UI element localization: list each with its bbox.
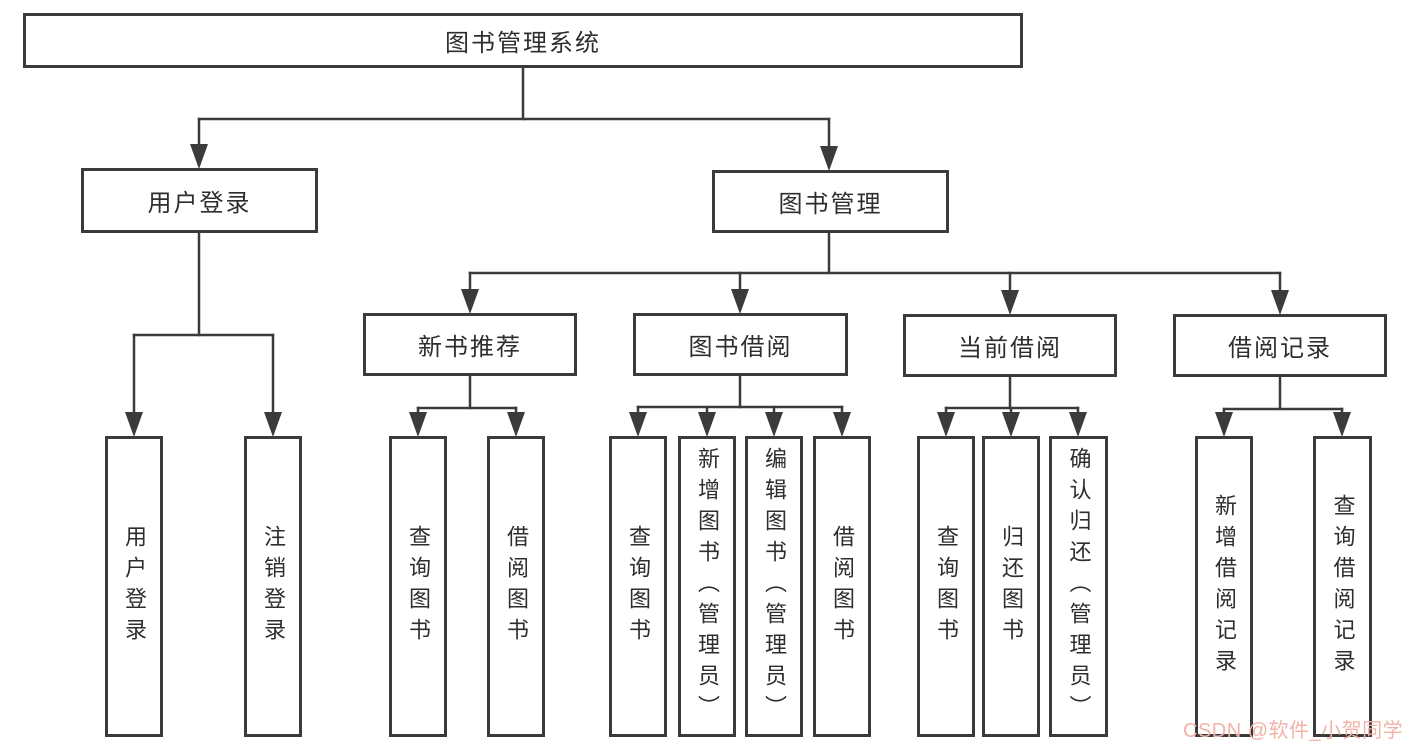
node-v-query-borrow-record: 查询借阅记录: [1313, 436, 1372, 737]
node-v-edit-book: 编辑图书（管理员）: [745, 436, 803, 737]
node-v-query-book-2: 查询图书: [609, 436, 667, 737]
node-v-query-book-1: 查询图书: [389, 436, 447, 737]
node-root: 图书管理系统: [23, 13, 1023, 68]
node-new-book-rec: 新书推荐: [363, 313, 577, 376]
node-book-borrow: 图书借阅: [633, 313, 848, 376]
node-v-return-book: 归还图书: [982, 436, 1040, 737]
node-v-borrow-book-1: 借阅图书: [487, 436, 545, 737]
node-book-mgmt: 图书管理: [712, 170, 949, 233]
node-v-user-login: 用户登录: [105, 436, 163, 737]
node-v-borrow-book-2: 借阅图书: [813, 436, 871, 737]
node-current-borrow: 当前借阅: [903, 314, 1117, 377]
node-v-add-borrow-record: 新增借阅记录: [1195, 436, 1253, 737]
node-user-login: 用户登录: [81, 168, 318, 233]
node-v-query-book-3: 查询图书: [917, 436, 975, 737]
node-v-add-book: 新增图书（管理员）: [678, 436, 736, 737]
node-v-logout: 注销登录: [244, 436, 302, 737]
node-borrow-records: 借阅记录: [1173, 314, 1387, 377]
node-v-confirm-return: 确认归还（管理员）: [1049, 436, 1108, 737]
